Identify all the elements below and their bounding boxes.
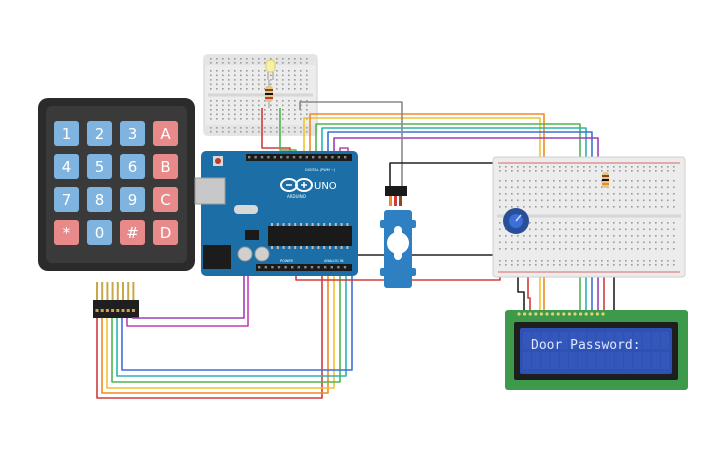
keypad-key-label: 9 bbox=[128, 191, 138, 209]
resistor-small bbox=[265, 80, 273, 108]
keypad-key-label: * bbox=[63, 224, 71, 242]
wire-keypad-6 bbox=[121, 270, 353, 371]
analog-header-label: ANALOG IN bbox=[324, 259, 344, 263]
keypad-key-label: B bbox=[160, 158, 170, 176]
keypad-key-label: 8 bbox=[95, 191, 105, 209]
keypad-key-9: 9 bbox=[120, 187, 145, 212]
wire-lcd-vcc bbox=[527, 272, 531, 316]
wire-keypad-5 bbox=[116, 270, 347, 377]
keypad-key-5: 5 bbox=[87, 154, 112, 179]
keypad-key-label: A bbox=[160, 125, 171, 143]
digital-header-label: DIGITAL (PWM ~) bbox=[305, 168, 336, 172]
keypad: 1 2 3 A 4 5 6 B 7 8 9 C * 0 # D bbox=[38, 98, 195, 271]
keypad-key-label: 6 bbox=[128, 158, 138, 176]
keypad-key-B: B bbox=[153, 154, 178, 179]
keypad-key-label: 7 bbox=[62, 191, 72, 209]
keypad-key-label: 3 bbox=[128, 125, 138, 143]
keypad-key-4: 4 bbox=[54, 154, 79, 179]
keypad-key-#: # bbox=[120, 220, 145, 245]
potentiometer bbox=[503, 208, 529, 234]
keypad-key-label: 2 bbox=[95, 125, 105, 143]
servo-motor bbox=[380, 186, 416, 288]
power-header-label: POWER bbox=[280, 259, 294, 263]
lcd-module: Door Password: bbox=[505, 310, 688, 390]
keypad-key-label: D bbox=[160, 224, 172, 242]
small-breadboard bbox=[203, 54, 318, 136]
keypad-key-label: 4 bbox=[62, 158, 72, 176]
wire-keypad-2 bbox=[101, 270, 329, 394]
keypad-key-label: 0 bbox=[95, 224, 105, 242]
keypad-key-1: 1 bbox=[54, 121, 79, 146]
arduino-brand-label: ARDUINO bbox=[287, 194, 306, 199]
lcd-display-text: Door Password: bbox=[531, 338, 641, 353]
keypad-key-D: D bbox=[153, 220, 178, 245]
keypad-key-*: * bbox=[54, 220, 79, 245]
keypad-key-7: 7 bbox=[54, 187, 79, 212]
arduino-model-label: UNO bbox=[314, 181, 337, 192]
led bbox=[265, 59, 276, 80]
keypad-key-label: 1 bbox=[62, 125, 72, 143]
wire-servo-gnd bbox=[389, 162, 500, 186]
keypad-key-A: A bbox=[153, 121, 178, 146]
keypad-key-2: 2 bbox=[87, 121, 112, 146]
wire-keypad-4 bbox=[111, 270, 341, 383]
arduino-uno: UNO ARDUINO DIGITAL (PWM ~) ANALOG IN PO… bbox=[194, 151, 358, 276]
keypad-key-0: 0 bbox=[87, 220, 112, 245]
keypad-key-8: 8 bbox=[87, 187, 112, 212]
keypad-connector bbox=[93, 282, 139, 318]
wire-keypad-1 bbox=[96, 270, 323, 399]
arduino-logo-icon bbox=[280, 178, 313, 192]
wire-servo-gray bbox=[299, 101, 403, 186]
keypad-key-C: C bbox=[153, 187, 178, 212]
keypad-key-label: C bbox=[160, 191, 170, 209]
keypad-key-6: 6 bbox=[120, 154, 145, 179]
keypad-key-3: 3 bbox=[120, 121, 145, 146]
resistor-large bbox=[602, 172, 609, 188]
wire-keypad-3 bbox=[106, 270, 335, 389]
wire-lcd-gnd bbox=[517, 272, 525, 316]
keypad-key-label: 5 bbox=[95, 158, 105, 176]
keypad-key-label: # bbox=[126, 224, 139, 242]
